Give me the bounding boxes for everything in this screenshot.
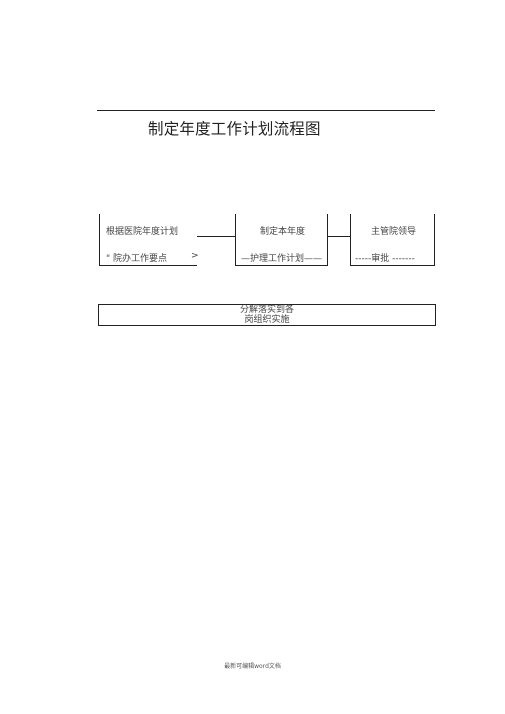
flow-step-implementation: 分解落实到各 岗组织实施 (98, 304, 436, 326)
footer-note: 最新可编辑word文档 (224, 663, 281, 670)
flow-step-hospital-plan-line2: " 院办工作要点 (106, 254, 168, 264)
flow-step-implementation-line2: 岗组织实施 (244, 315, 290, 325)
flow-step-nursing-plan-line2: —护理工作计划—— (241, 254, 323, 264)
flow-step-hospital-plan: 根据医院年度计划 " 院办工作要点 > (99, 214, 199, 266)
page-title: 制定年度工作计划流程图 (148, 120, 321, 138)
flow-step-nursing-plan: 制定本年度 —护理工作计划—— (235, 214, 328, 266)
flow-connector-2 (328, 236, 350, 237)
flow-step-hospital-plan-line1: 根据医院年度计划 (106, 227, 179, 237)
flow-step-nursing-plan-line1: 制定本年度 (260, 227, 306, 237)
flow-connector-1 (197, 236, 235, 237)
flow-step-implementation-line1: 分解落实到各 (239, 305, 294, 315)
flow-arrow-mark: > (191, 251, 199, 261)
flow-step-approval: 主管院领导 -----审批 ------- (350, 214, 435, 266)
flow-step-approval-line1: 主管院领导 (371, 227, 417, 237)
header-rule (97, 110, 435, 111)
flow-step-approval-line2: -----审批 ------- (355, 254, 415, 264)
